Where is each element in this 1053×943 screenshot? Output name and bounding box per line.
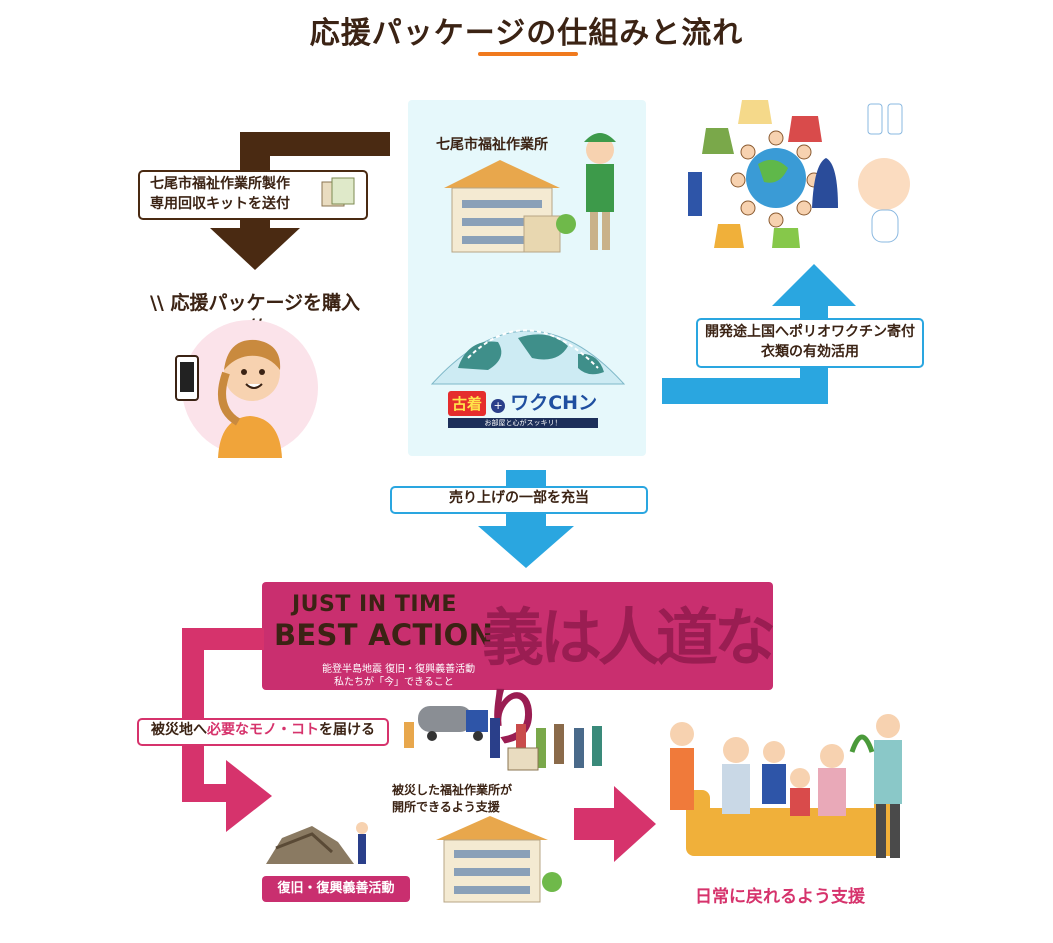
world-map-illustration: [430, 329, 626, 385]
workshop-label: 七尾市福祉作業所: [436, 137, 548, 153]
banner-line1: JUST IN TIME: [292, 592, 457, 617]
page-title: 応援パッケージの仕組みと流れ: [309, 16, 744, 51]
banner-sub1: 能登半島地震 復旧・復興義善活動: [322, 664, 476, 675]
daily-life-label: 日常に戻れるよう支援: [695, 887, 865, 907]
blue-donation-arrow: [662, 264, 856, 404]
relief-workers-illustration: [404, 706, 602, 771]
blue-down-arrow: [478, 470, 574, 568]
clothes-globe-illustration: [688, 100, 910, 248]
banner-sub2: 私たちが「今」できること: [334, 677, 454, 688]
damaged-house-illustration: [266, 822, 368, 864]
wakuchin-logo: 古着 + ワクCHン お部屋と心がスッキリ！: [448, 388, 608, 428]
plus-icon: +: [491, 399, 506, 413]
family-illustration: [670, 714, 902, 858]
donation-label: 開発途上国へポリオワクチン寄付 衣類の有効活用: [696, 318, 924, 368]
brown-flow-arrow: [210, 132, 390, 270]
kit-package-icon: [321, 177, 355, 207]
title-underline: [478, 52, 578, 56]
recovery-tag: 復旧・復興義善活動: [262, 876, 410, 902]
woman-with-phone-illustration: [175, 320, 318, 458]
reopened-workshop-illustration: [436, 816, 562, 903]
workshop-building-illustration: [444, 133, 616, 253]
reopen-label: 被災した福祉作業所が 開所できるよう支援: [392, 783, 513, 814]
sales-label: 売り上げの一部を充当: [390, 486, 648, 514]
deliver-label: 被災地へ必要なモノ・コトを届ける: [137, 718, 389, 746]
kit-label: 七尾市福祉作業所製作 専用回収キットを送付: [138, 170, 368, 220]
pink-right-arrow: [574, 786, 656, 862]
banner-calligraphy: 義は人道なり: [482, 601, 776, 754]
action-banner: [262, 582, 773, 690]
pink-flow-arrow: [182, 628, 272, 832]
banner-line2: BEST ACTION: [274, 618, 494, 652]
